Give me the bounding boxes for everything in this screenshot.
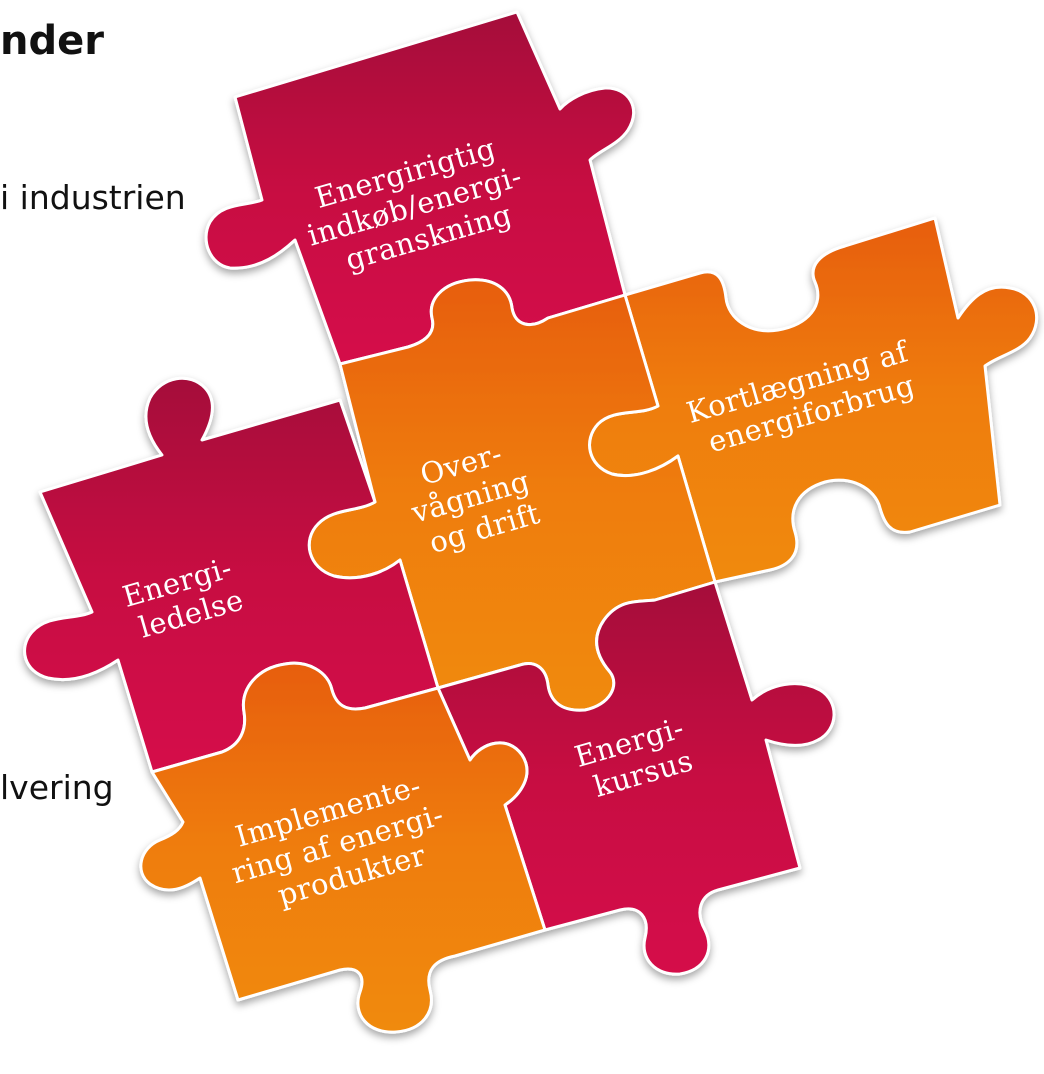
heading-text-fragment: nder (0, 18, 104, 64)
piece-energikursus (436, 580, 836, 976)
bullet-text-fragment: i industrien (0, 178, 186, 217)
bullet-text-fragment-lower: lvering (0, 768, 114, 807)
piece-implementering (139, 661, 547, 1034)
